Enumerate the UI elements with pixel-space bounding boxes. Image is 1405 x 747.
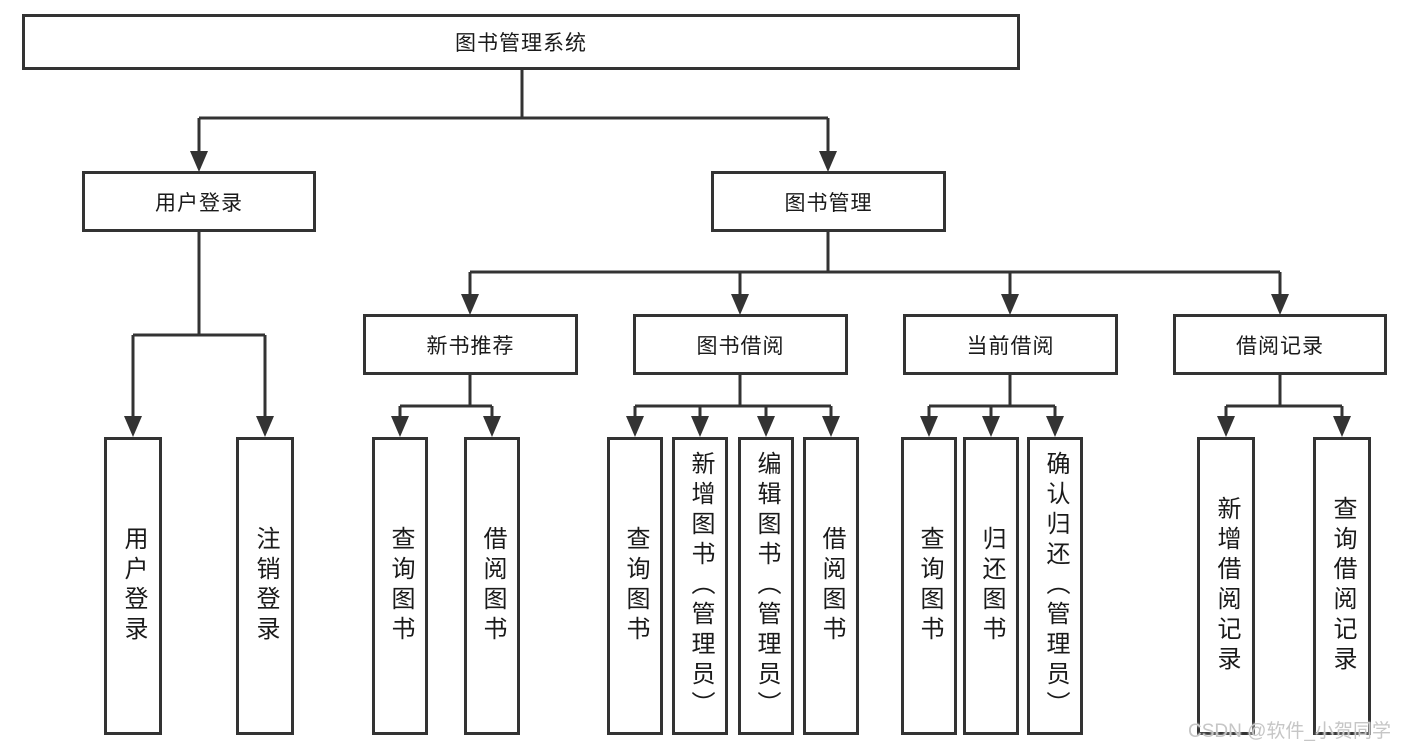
node-label: 归还图书 (978, 526, 1005, 646)
node-label: 查询图书 (622, 526, 649, 646)
connector-current-borrow-to-leaves (920, 375, 1064, 437)
node-label: 用户登录 (155, 191, 243, 215)
node-label: 编辑图书（管理员） (753, 451, 780, 721)
leaf-query-books-borrow: 查询图书 (607, 437, 663, 735)
node-new-book-recommend: 新书推荐 (363, 314, 578, 375)
node-label: 用户登录 (120, 526, 147, 646)
node-label: 注销登录 (252, 526, 279, 646)
node-book-management: 图书管理 (711, 171, 946, 232)
leaf-query-books-recommend: 查询图书 (372, 437, 428, 735)
leaf-confirm-return-admin: 确认归还（管理员） (1027, 437, 1083, 735)
node-label: 查询借阅记录 (1329, 496, 1356, 676)
node-book-borrow: 图书借阅 (633, 314, 848, 375)
node-label: 查询图书 (387, 526, 414, 646)
node-label: 借阅图书 (818, 526, 845, 646)
node-current-borrow: 当前借阅 (903, 314, 1118, 375)
node-label: 图书借阅 (696, 334, 785, 358)
leaf-logout: 注销登录 (236, 437, 294, 735)
connector-book-management-to-level3 (461, 232, 1289, 315)
connector-user-login-to-leaves (124, 232, 274, 437)
leaf-borrow-books-recommend: 借阅图书 (464, 437, 520, 735)
node-label: 借阅图书 (479, 526, 506, 646)
node-label: 当前借阅 (966, 334, 1055, 358)
leaf-edit-book-admin: 编辑图书（管理员） (738, 437, 794, 735)
node-label: 确认归还（管理员） (1042, 451, 1069, 721)
node-label: 查询图书 (916, 526, 943, 646)
connector-book-borrow-to-leaves (626, 375, 840, 437)
leaf-return-book: 归还图书 (963, 437, 1019, 735)
leaf-add-borrow-record: 新增借阅记录 (1197, 437, 1255, 735)
node-label: 新增借阅记录 (1213, 496, 1240, 676)
leaf-query-books-current: 查询图书 (901, 437, 957, 735)
csdn-watermark: CSDN @软件_小贺同学 (1188, 721, 1391, 742)
connector-root-to-level2 (190, 70, 837, 172)
node-label: 图书管理系统 (455, 32, 587, 55)
node-label: 图书管理 (784, 191, 873, 215)
node-label: 新书推荐 (426, 334, 515, 358)
connector-borrow-records-to-leaves (1217, 375, 1351, 437)
leaf-add-book-admin: 新增图书（管理员） (672, 437, 728, 735)
node-user-login: 用户登录 (82, 171, 316, 232)
leaf-query-borrow-record: 查询借阅记录 (1313, 437, 1371, 735)
node-label: 借阅记录 (1236, 334, 1324, 358)
leaf-borrow-books-borrow: 借阅图书 (803, 437, 859, 735)
node-borrow-records: 借阅记录 (1173, 314, 1387, 375)
leaf-user-login: 用户登录 (104, 437, 162, 735)
connector-new-book-recommend-to-leaves (391, 375, 501, 437)
node-library-management-system: 图书管理系统 (22, 14, 1020, 70)
node-label: 新增图书（管理员） (687, 451, 714, 721)
